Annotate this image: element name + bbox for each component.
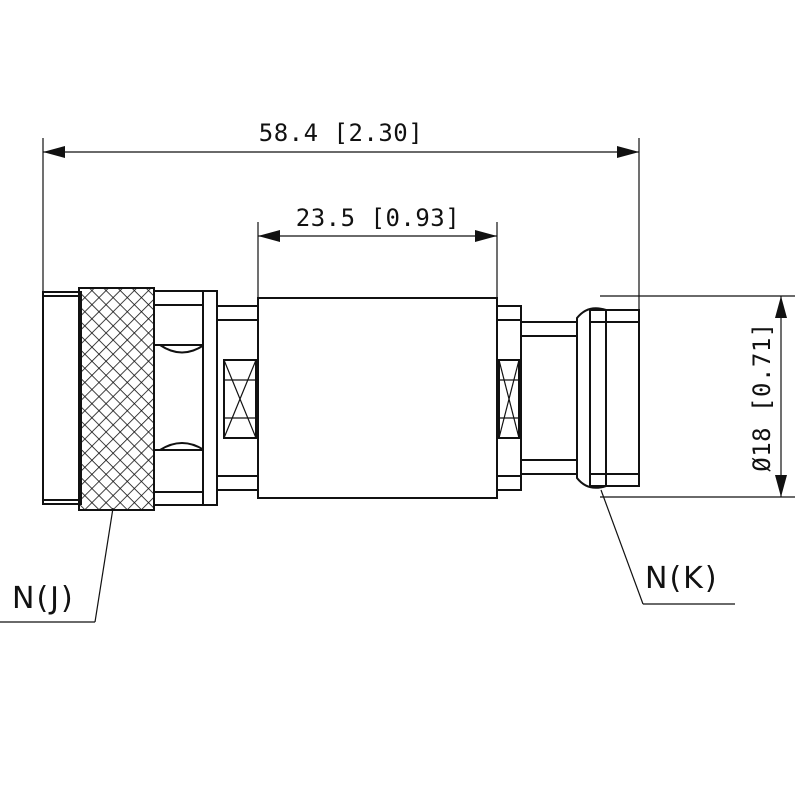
diameter-label: Ø18 [0.71] [748, 322, 776, 472]
knurled-coupling-nut [78, 287, 155, 511]
hex-nut [153, 290, 218, 506]
body-length-dimension: 23.5 [0.93] [257, 204, 498, 300]
male-connector-cap [42, 291, 82, 505]
female-end-callout: N(K) [600, 489, 735, 605]
overall-length-dimension: 58.4 [2.30] [42, 119, 640, 325]
female-end-label: N(K) [645, 561, 719, 596]
female-barrel [520, 321, 578, 475]
body-length-label: 23.5 [0.93] [296, 204, 460, 232]
attenuator-body [257, 297, 498, 499]
male-end-callout: N(J) [0, 507, 114, 623]
overall-length-label: 58.4 [2.30] [259, 119, 423, 147]
left-neck [216, 305, 259, 491]
right-neck [496, 305, 522, 491]
diameter-dimension: Ø18 [0.71] [600, 295, 795, 498]
female-collar [576, 307, 640, 489]
male-end-label: N(J) [12, 581, 75, 616]
